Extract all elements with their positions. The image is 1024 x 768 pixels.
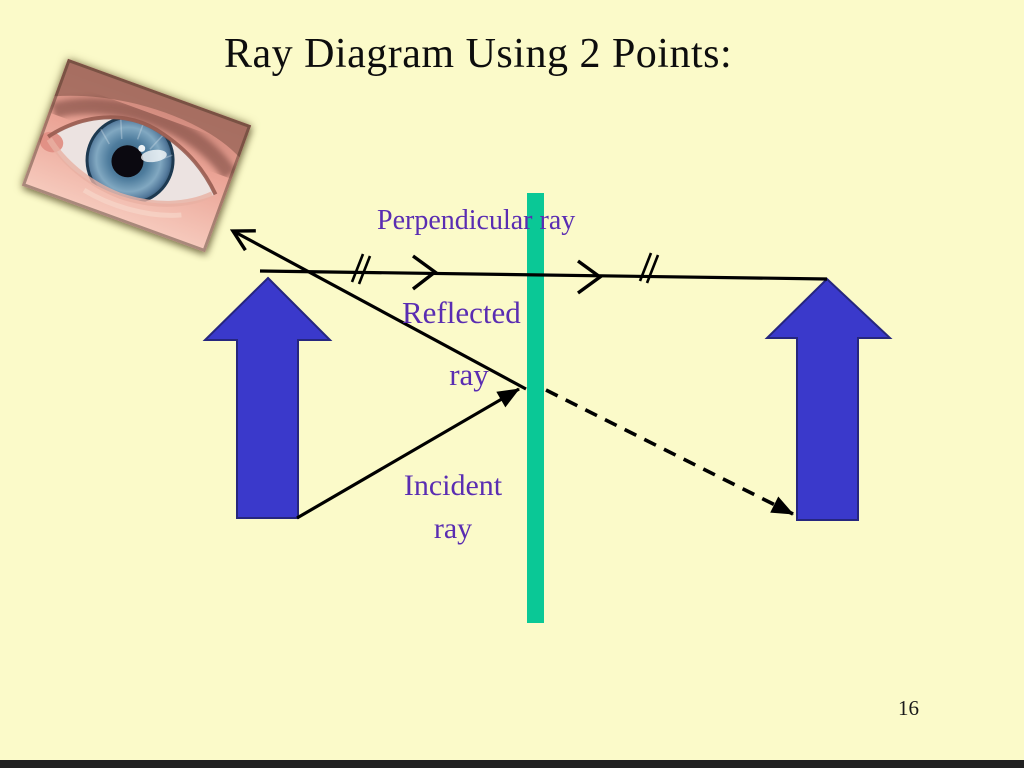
reflected-ray-label-line1: Reflected <box>402 295 521 330</box>
incident-ray-label-line2: ray <box>433 512 473 545</box>
page-number: 16 <box>898 696 919 720</box>
reflected-ray-line <box>229 229 527 391</box>
incident-ray-label-line1: Incident <box>403 469 503 502</box>
eye-photo-graphic <box>21 58 252 253</box>
reflected-ray-label-line2: ray <box>449 357 489 392</box>
parallel-mark-right-icon <box>638 252 660 284</box>
object-arrow <box>202 276 333 519</box>
virtual-ray-dashed-line <box>545 388 794 516</box>
direction-chevron-right-icon <box>577 259 603 295</box>
incident-ray-line <box>296 387 520 520</box>
parallel-mark-left-icon <box>350 253 372 285</box>
perpendicular-ray-label: Perpendicular ray <box>377 205 576 236</box>
direction-chevron-left-icon <box>411 254 438 291</box>
slide-title: Ray Diagram Using 2 Points: <box>224 31 733 77</box>
footer-bar <box>0 760 1024 768</box>
eye-photo-image <box>21 58 252 253</box>
mirror-line <box>527 193 544 623</box>
image-arrow <box>764 277 893 521</box>
